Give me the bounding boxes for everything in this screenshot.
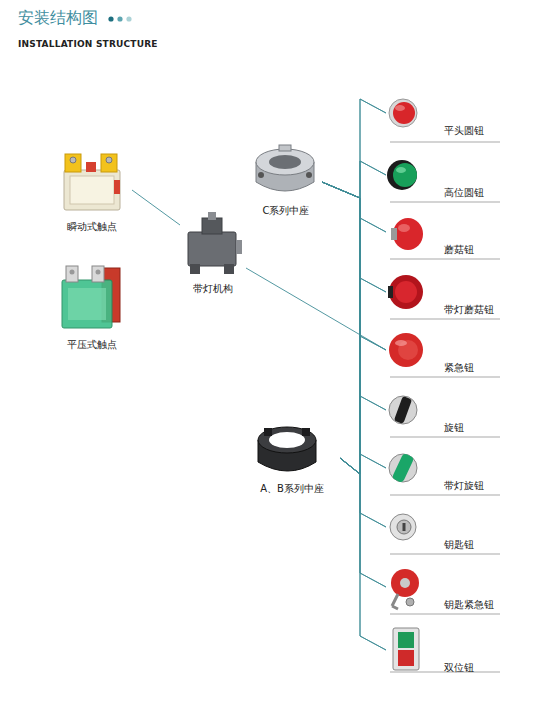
connector-line xyxy=(322,182,386,292)
connector-line xyxy=(322,182,386,587)
component-name: 蘑菇钮 xyxy=(444,243,474,256)
connector-line xyxy=(322,182,386,232)
connector-line xyxy=(322,182,386,468)
component-name: C系列中座 xyxy=(263,204,310,217)
button-item: 旋钮 xyxy=(386,388,504,436)
light-mechanism-picture xyxy=(188,212,242,274)
component-name: 钥匙钮 xyxy=(444,538,474,551)
component-item: C系列中座 xyxy=(250,140,322,218)
connector-line xyxy=(322,161,386,198)
component-name: 旋钮 xyxy=(444,421,464,434)
component-item: A、B系列中座 xyxy=(244,422,340,496)
button-item: 带灯蘑菇钮 xyxy=(386,270,504,318)
component-name: 瞬动式触点 xyxy=(67,220,117,233)
component-name: 平压式触点 xyxy=(67,338,117,351)
connector-line xyxy=(340,161,386,474)
button-pictures xyxy=(387,99,423,670)
component-name: 钥匙紧急钮 xyxy=(444,598,494,611)
connector-line xyxy=(340,278,386,474)
button-item: 双位钮 xyxy=(386,628,504,676)
component-name: 紧急钮 xyxy=(444,361,474,374)
diagram-title: 安装结构图 xyxy=(18,8,98,28)
title-dot xyxy=(108,16,113,21)
label-underlines xyxy=(390,142,500,672)
button-item: 紧急钮 xyxy=(386,328,504,376)
connector-line xyxy=(340,99,386,474)
component-name: A、B系列中座 xyxy=(260,482,324,495)
connector-line xyxy=(340,336,386,474)
component-name: 高位圆钮 xyxy=(444,186,484,199)
connector-line xyxy=(322,182,386,410)
component-name: 带灯旋钮 xyxy=(444,479,484,492)
connector-line xyxy=(340,458,386,587)
connector-line xyxy=(132,190,180,225)
connector-line xyxy=(340,458,386,527)
component-item: 平压式触点 xyxy=(52,262,132,352)
connector-line xyxy=(340,458,386,650)
flat-contact-picture xyxy=(62,266,120,328)
connector-line xyxy=(340,218,386,474)
instant-contact-picture xyxy=(64,154,120,210)
component-name: 带灯机构 xyxy=(193,282,233,295)
button-item: 钥匙紧急钮 xyxy=(386,565,504,613)
subtitle-label: INSTALLATION STRUCTURE xyxy=(18,39,158,50)
component-item: 带灯机构 xyxy=(180,210,246,296)
connector-line xyxy=(322,182,386,350)
connector-line xyxy=(340,396,386,474)
button-item: 高位圆钮 xyxy=(386,153,504,201)
connector-line xyxy=(322,99,386,198)
component-name: 带灯蘑菇钮 xyxy=(444,303,494,316)
button-item: 蘑菇钮 xyxy=(386,210,504,258)
component-name: 平头圆钮 xyxy=(444,124,484,137)
component-name: 双位钮 xyxy=(444,661,474,674)
ab-series-seat-picture xyxy=(258,427,316,471)
title-dot xyxy=(126,16,131,21)
c-series-seat-picture xyxy=(256,145,314,191)
connector-line xyxy=(322,182,386,527)
button-item: 带灯旋钮 xyxy=(386,446,504,494)
component-item: 瞬动式触点 xyxy=(52,148,132,234)
title-dot xyxy=(117,16,122,21)
connector-line xyxy=(322,182,386,650)
button-item: 平头圆钮 xyxy=(386,91,504,139)
button-item: 钥匙钮 xyxy=(386,505,504,553)
